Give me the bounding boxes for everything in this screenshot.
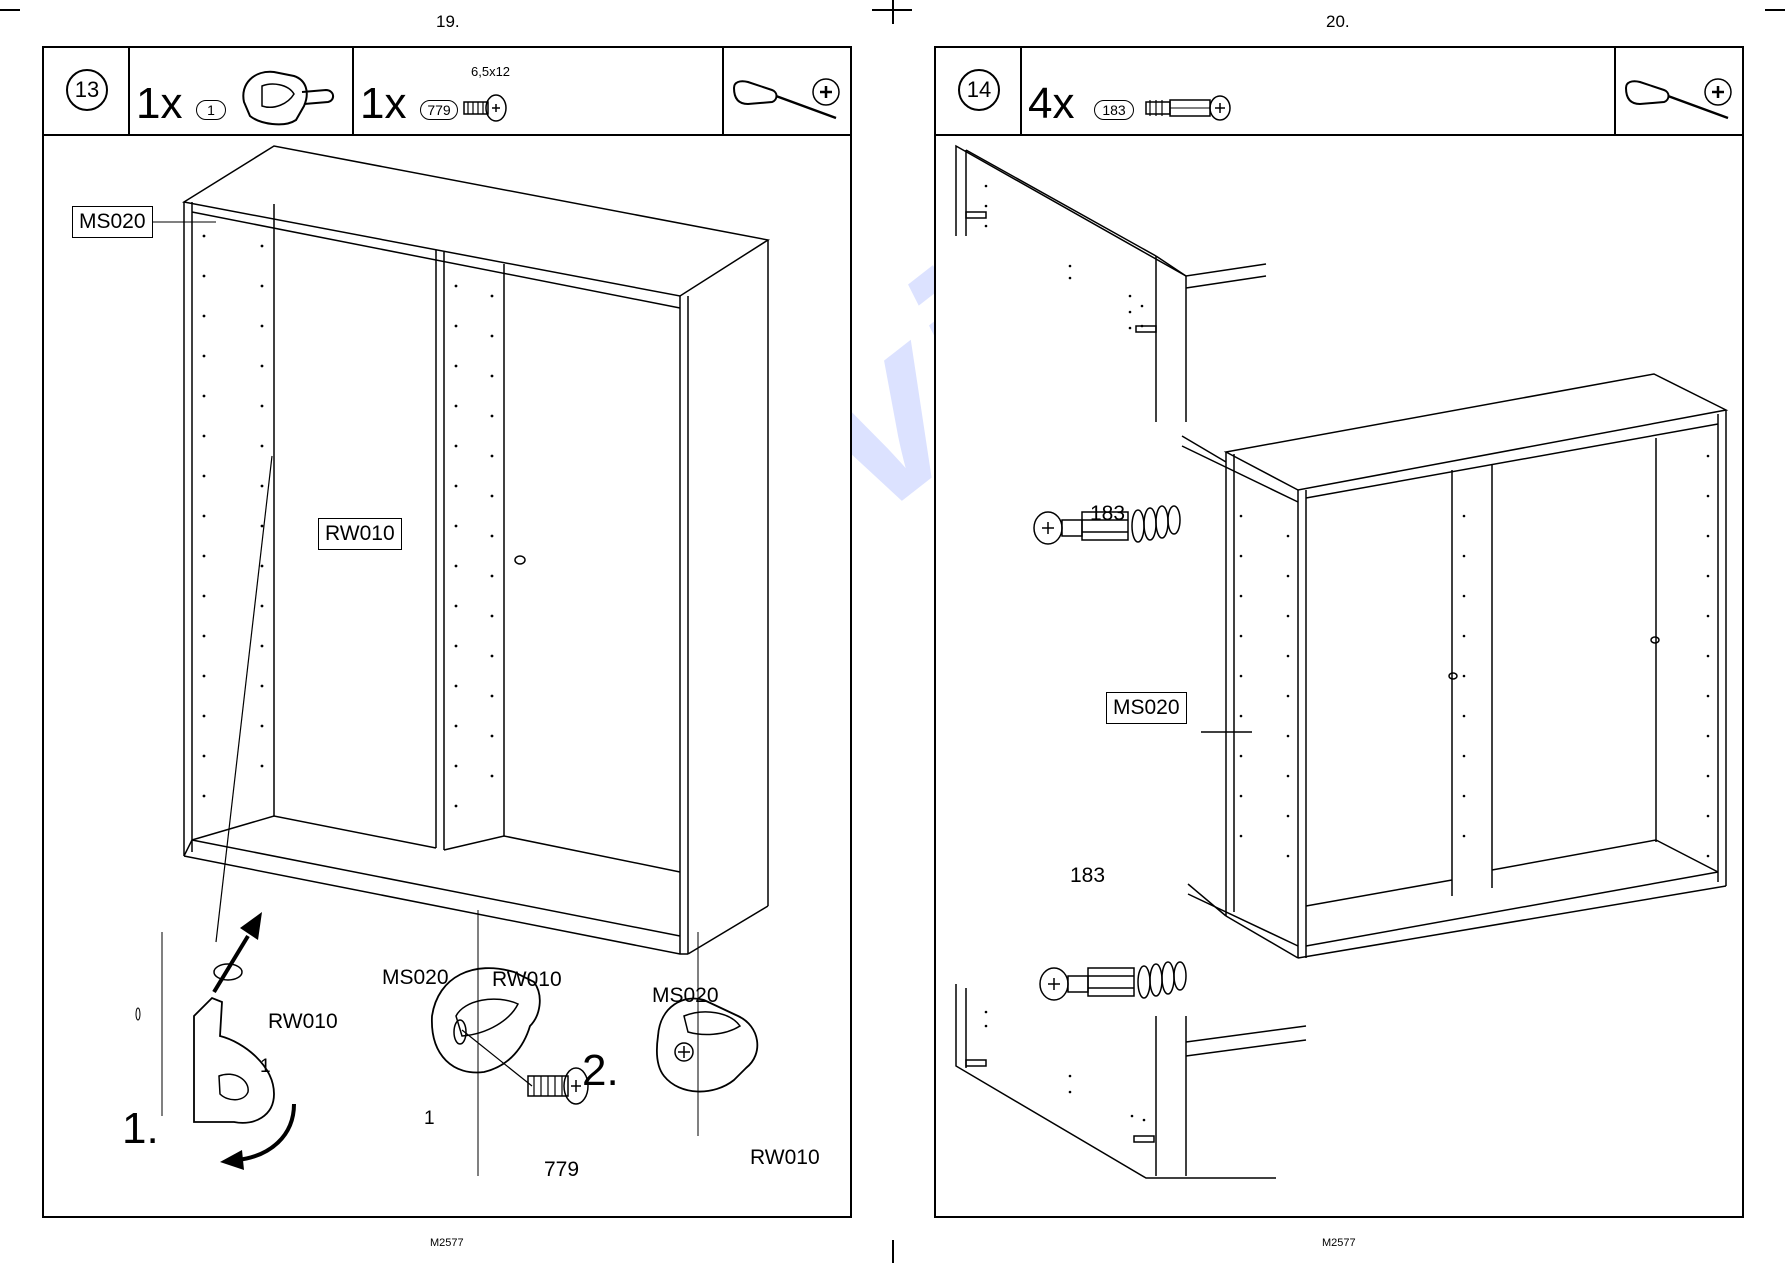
step-cell: 14 — [936, 48, 1022, 134]
crop-mark — [0, 9, 20, 11]
page-number: 20. — [1326, 12, 1350, 31]
dowel-connector-icon — [1033, 505, 1181, 545]
side-panel-label: MS020 — [1106, 692, 1187, 724]
detail-part-label: MS020 — [382, 966, 449, 989]
detail-part-label: RW010 — [492, 968, 562, 991]
step-marker: 1. — [122, 1104, 159, 1153]
screw-icon — [463, 94, 507, 122]
part-quantity: 1x — [360, 79, 407, 128]
tool-cell — [724, 48, 850, 134]
part-quantity: 1x — [136, 79, 183, 128]
crop-mark — [892, 0, 894, 24]
part-cell: 1x 779 6,5x12 — [354, 48, 724, 134]
detail-ref-label: 1 — [424, 1108, 435, 1129]
wardrobe-drawing — [135, 145, 770, 1176]
detail-part-label: MS020 — [652, 984, 719, 1007]
step-number: 13 — [66, 69, 108, 111]
parts-header: 13 1x 1 1x 779 6,5x12 — [44, 48, 850, 136]
part-quantity: 4x — [1028, 79, 1075, 128]
connector-label: 183 — [1070, 864, 1106, 887]
connector-label: 183 — [1090, 502, 1126, 525]
step-marker: 2. — [582, 1046, 619, 1095]
step-number: 14 — [958, 69, 1000, 111]
cam-lock-fitting-icon — [242, 70, 334, 126]
part-reference: 779 — [420, 100, 458, 120]
detail-part-label: RW010 — [268, 1010, 338, 1033]
side-panel-label: MS020 — [72, 206, 153, 238]
page-number: 19. — [436, 12, 460, 31]
part-cell: 4x 183 — [1022, 48, 1616, 134]
detail-part-label: RW010 — [750, 1146, 820, 1169]
footer-code: M2577 — [430, 1237, 464, 1249]
crop-mark — [892, 1240, 894, 1263]
parts-header: 14 4x 183 — [936, 48, 1742, 136]
part-cell: 1x 1 — [130, 48, 354, 134]
tool-cell — [1616, 48, 1742, 134]
instruction-panel-left: 13 1x 1 1x 779 6,5x12 — [42, 46, 852, 1218]
detail-ref-label: 1 — [260, 1056, 271, 1077]
dowel-connector-icon — [1039, 961, 1187, 1001]
screw-size: 6,5x12 — [471, 64, 511, 79]
part-reference: 1 — [196, 100, 226, 120]
screw-label: 779 — [544, 1158, 580, 1181]
instruction-panel-right: 14 4x 183 — [934, 46, 1744, 1218]
screwdriver-icon — [1624, 78, 1732, 120]
back-panel-label: RW010 — [318, 518, 402, 550]
footer-code: M2577 — [1322, 1237, 1356, 1249]
dowel-connector-icon — [1145, 95, 1231, 121]
step-cell: 13 — [44, 48, 130, 134]
wardrobe-drawing — [955, 144, 1729, 1179]
part-reference: 183 — [1094, 100, 1134, 120]
crop-mark — [1765, 9, 1785, 11]
screwdriver-icon — [732, 78, 840, 120]
